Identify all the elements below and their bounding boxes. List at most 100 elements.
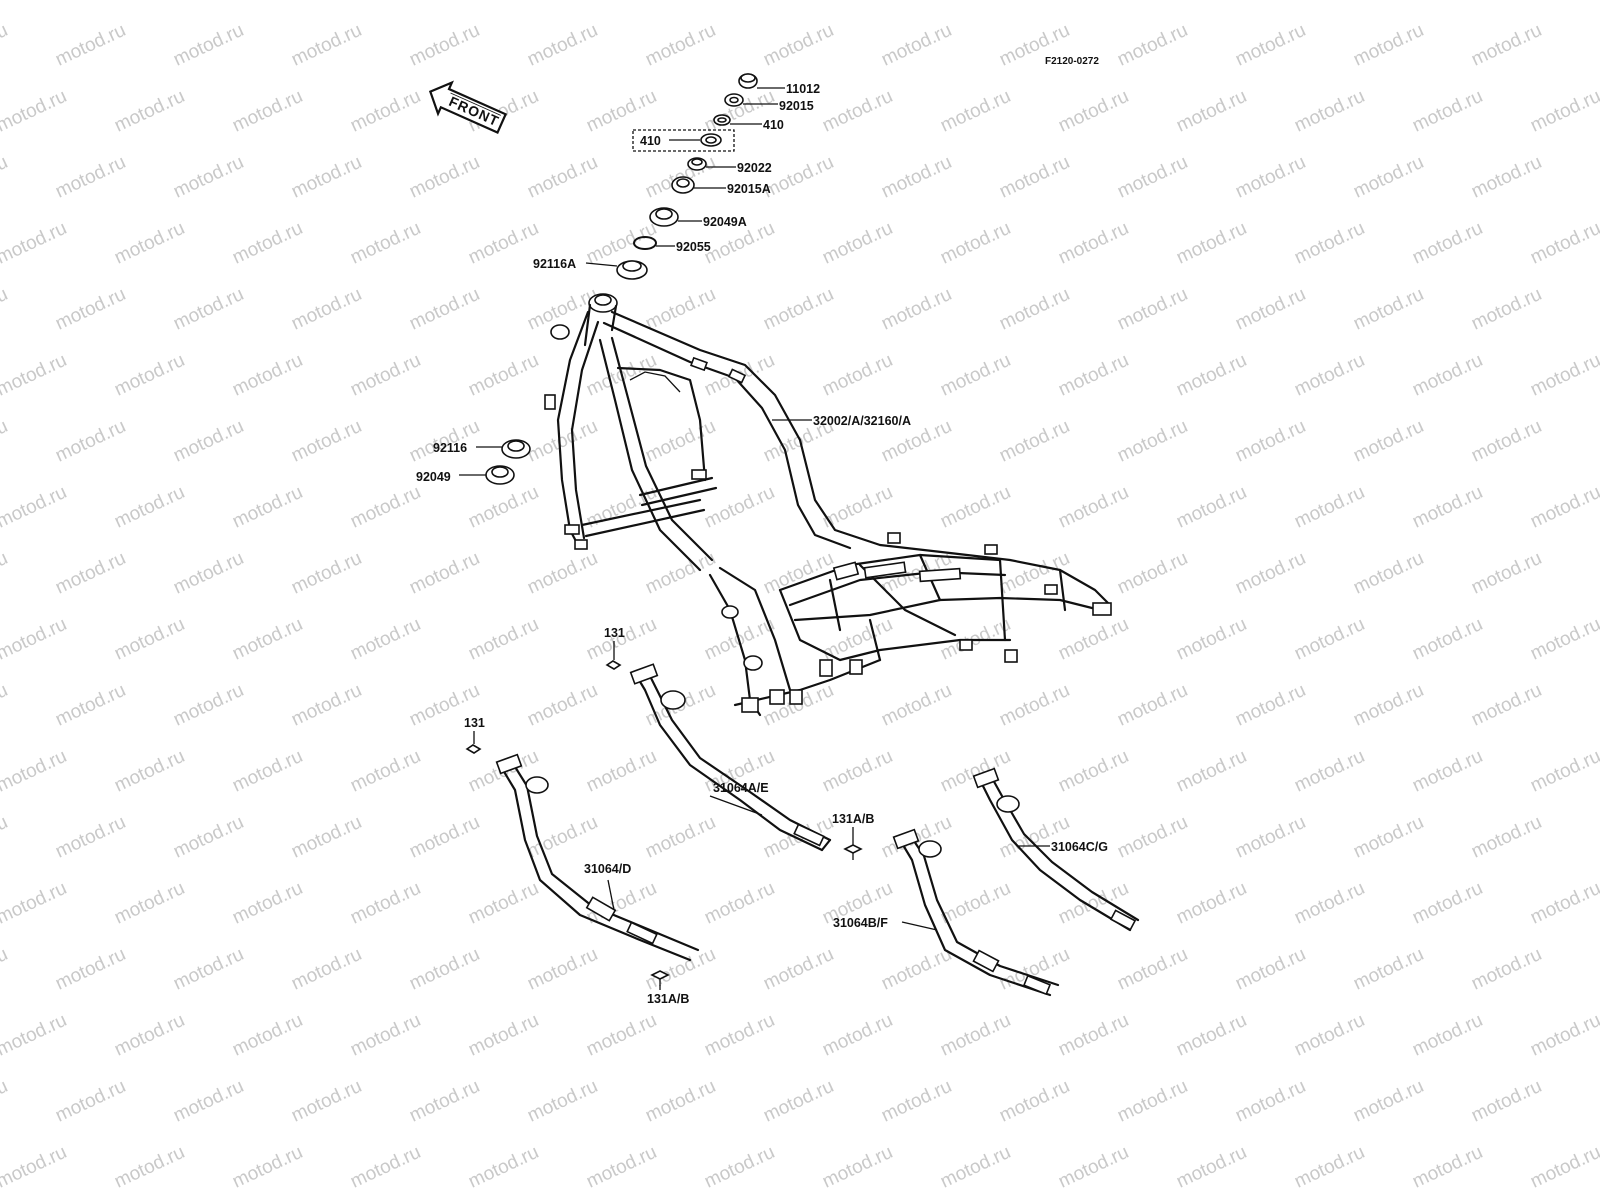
label-92116: 92116 bbox=[433, 441, 467, 455]
label-frame: 32002/A/32160/A bbox=[813, 414, 911, 428]
watermark-text: motod.ru bbox=[111, 482, 188, 533]
watermark-text: motod.ru bbox=[229, 86, 306, 137]
watermark-text: motod.ru bbox=[1055, 350, 1132, 401]
watermark-text: motod.ru bbox=[1350, 416, 1427, 467]
watermark-text: motod.ru bbox=[583, 1010, 660, 1061]
watermark-text: motod.ru bbox=[996, 680, 1073, 731]
watermark-text: motod.ru bbox=[760, 20, 837, 71]
watermark-text: motod.ru bbox=[524, 152, 601, 203]
diagram-code: F2120-0272 bbox=[1045, 56, 1099, 67]
part-92049A-icon bbox=[649, 207, 679, 227]
watermark-text: motod.ru bbox=[1173, 614, 1250, 665]
watermark-text: motod.ru bbox=[1409, 482, 1486, 533]
label-31064CG: 31064C/G bbox=[1051, 840, 1108, 854]
label-131-top: 131 bbox=[604, 626, 625, 640]
watermark-text: motod.ru bbox=[524, 20, 601, 71]
watermark-text: motod.ru bbox=[1055, 86, 1132, 137]
watermark-text: motod.ru bbox=[760, 944, 837, 995]
watermark-text: motod.ru bbox=[0, 1010, 70, 1061]
watermark-text: motod.ru bbox=[170, 944, 247, 995]
watermark-text: motod.ru bbox=[642, 284, 719, 335]
watermark-text: motod.ru bbox=[347, 746, 424, 797]
watermark-text: motod.ru bbox=[1468, 416, 1545, 467]
label-31064AE: 31064A/E bbox=[713, 781, 769, 795]
watermark-text: motod.ru bbox=[1350, 152, 1427, 203]
label-92049: 92049 bbox=[416, 470, 451, 484]
watermark-text: motod.ru bbox=[1527, 746, 1600, 797]
part-92049-icon bbox=[485, 465, 515, 485]
watermark-text: motod.ru bbox=[1350, 944, 1427, 995]
watermark-text: motod.ru bbox=[524, 416, 601, 467]
watermark-text: motod.ru bbox=[170, 1076, 247, 1127]
part-92116A-icon bbox=[616, 260, 648, 280]
watermark-text: motod.ru bbox=[170, 416, 247, 467]
watermark-text: motod.ru bbox=[878, 152, 955, 203]
label-92049A: 92049A bbox=[703, 215, 747, 229]
watermark-text: motod.ru bbox=[0, 944, 11, 995]
watermark-text: motod.ru bbox=[701, 1010, 778, 1061]
watermark-text: motod.ru bbox=[1114, 548, 1191, 599]
watermark-text: motod.ru bbox=[937, 86, 1014, 137]
label-410-right: 410 bbox=[763, 118, 784, 132]
watermark-text: motod.ru bbox=[170, 152, 247, 203]
watermark-text: motod.ru bbox=[406, 284, 483, 335]
watermark-text: motod.ru bbox=[1527, 482, 1600, 533]
watermark-text: motod.ru bbox=[1527, 350, 1600, 401]
watermark-text: motod.ru bbox=[937, 746, 1014, 797]
watermark-text: motod.ru bbox=[288, 1076, 365, 1127]
watermark-text: motod.ru bbox=[1173, 746, 1250, 797]
part-92015A-icon bbox=[671, 176, 695, 194]
watermark-text: motod.ru bbox=[170, 548, 247, 599]
bolt-131-top-icon bbox=[605, 660, 622, 670]
watermark-text: motod.ru bbox=[524, 548, 601, 599]
watermark-text: motod.ru bbox=[288, 944, 365, 995]
watermark-text: motod.ru bbox=[1291, 614, 1368, 665]
watermark-text: motod.ru bbox=[1291, 746, 1368, 797]
watermark-text: motod.ru bbox=[524, 944, 601, 995]
watermark-text: motod.ru bbox=[0, 482, 70, 533]
watermark-text: motod.ru bbox=[1527, 1142, 1600, 1193]
watermark-text: motod.ru bbox=[0, 614, 70, 665]
watermark-text: motod.ru bbox=[937, 878, 1014, 929]
watermark-text: motod.ru bbox=[1409, 350, 1486, 401]
watermark-text: motod.ru bbox=[229, 482, 306, 533]
watermark-text: motod.ru bbox=[1055, 1010, 1132, 1061]
rail-31064AE bbox=[629, 663, 832, 852]
watermark-text: motod.ru bbox=[1173, 86, 1250, 137]
watermark-text: motod.ru bbox=[642, 416, 719, 467]
watermark-text: motod.ru bbox=[1468, 20, 1545, 71]
label-92015A: 92015A bbox=[727, 182, 771, 196]
watermark-layer: motod.ru motod.ru motod.ru motod.ru motod.ru… bbox=[0, 20, 1600, 1193]
watermark-text: motod.ru bbox=[1409, 1142, 1486, 1193]
watermark-text: motod.ru bbox=[170, 680, 247, 731]
watermark-text: motod.ru bbox=[996, 416, 1073, 467]
watermark-text: motod.ru bbox=[937, 218, 1014, 269]
watermark-text: motod.ru bbox=[1409, 878, 1486, 929]
watermark-text: motod.ru bbox=[819, 614, 896, 665]
watermark-text: motod.ru bbox=[819, 1010, 896, 1061]
watermark-text: motod.ru bbox=[701, 878, 778, 929]
watermark-text: motod.ru bbox=[1114, 284, 1191, 335]
watermark-text: motod.ru bbox=[111, 1142, 188, 1193]
watermark-text: motod.ru bbox=[465, 1142, 542, 1193]
watermark-text: motod.ru bbox=[1527, 1010, 1600, 1061]
watermark-text: motod.ru bbox=[1409, 746, 1486, 797]
watermark-text: motod.ru bbox=[1114, 944, 1191, 995]
watermark-text: motod.ru bbox=[1232, 416, 1309, 467]
watermark-text: motod.ru bbox=[52, 20, 129, 71]
watermark-text: motod.ru bbox=[1114, 1076, 1191, 1127]
watermark-text: motod.ru bbox=[465, 350, 542, 401]
watermark-text: motod.ru bbox=[288, 152, 365, 203]
part-92116-icon bbox=[501, 439, 531, 459]
watermark-text: motod.ru bbox=[1173, 1010, 1250, 1061]
watermark-text: motod.ru bbox=[52, 416, 129, 467]
rail-31064BF bbox=[892, 828, 1060, 997]
watermark-text: motod.ru bbox=[583, 218, 660, 269]
watermark-text: motod.ru bbox=[0, 680, 11, 731]
watermark-text: motod.ru bbox=[52, 152, 129, 203]
watermark-text: motod.ru bbox=[1291, 482, 1368, 533]
part-410-icon bbox=[713, 114, 731, 126]
watermark-text: motod.ru bbox=[1409, 614, 1486, 665]
watermark-text: motod.ru bbox=[111, 878, 188, 929]
label-92116A: 92116A bbox=[533, 257, 576, 271]
